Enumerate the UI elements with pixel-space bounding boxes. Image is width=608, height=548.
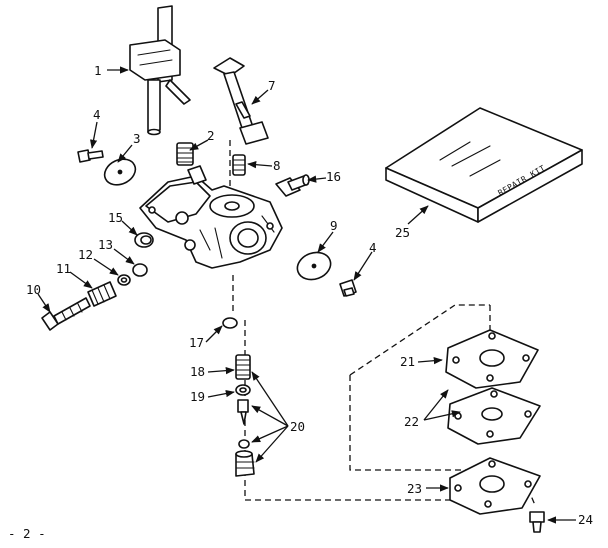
part-13-o-ring [132, 263, 148, 277]
part-1-throttle-shaft [129, 5, 191, 136]
callout-leaders [37, 66, 576, 524]
callout-20: 20 [290, 419, 305, 434]
callout-10: 10 [26, 282, 41, 297]
page-number: - 2 - [8, 526, 46, 541]
callout-1: 1 [94, 63, 102, 78]
part-3-throttle-plate [103, 158, 137, 186]
part-7-choke-shaft [213, 57, 269, 145]
part-18-spring [235, 354, 251, 380]
callout-2: 2 [207, 128, 215, 143]
callout-21: 21 [400, 354, 415, 369]
callout-numbers: 1 2 3 4 7 8 16 25 15 9 13 4 12 11 10 17 … [26, 63, 593, 527]
callout-9: 9 [330, 218, 338, 233]
callout-12: 12 [78, 247, 93, 262]
part-19-washer [235, 384, 251, 396]
part-12-washer [117, 274, 131, 286]
part-20-needle-valve [235, 399, 255, 477]
part-25-repair-kit: REPAIR KIT [385, 107, 583, 223]
part-10-needle-screw [41, 297, 91, 331]
callout-16: 16 [326, 169, 341, 184]
callout-15: 15 [108, 210, 123, 225]
part-17-gasket [222, 317, 238, 329]
part-24-cover-screw [529, 511, 545, 533]
part-21-diaphragm-gasket [445, 329, 539, 389]
part-15-plug [134, 232, 154, 248]
callout-13: 13 [98, 237, 113, 252]
callout-22: 22 [404, 414, 419, 429]
callout-4-right: 4 [369, 240, 377, 255]
callout-23: 23 [407, 481, 422, 496]
part-11-spring [87, 281, 117, 307]
callout-25: 25 [395, 225, 410, 240]
part-22-diaphragm [447, 387, 541, 445]
callout-3: 3 [133, 131, 141, 146]
callout-19: 19 [190, 389, 205, 404]
carburetor-body [139, 165, 283, 269]
callout-24: 24 [578, 512, 593, 527]
callout-7: 7 [268, 78, 276, 93]
part-4-screw-right [339, 279, 357, 297]
part-16-fitting [275, 174, 310, 197]
callout-17: 17 [189, 335, 204, 350]
part-23-cover [449, 457, 541, 515]
part-2-spring [176, 142, 194, 166]
callout-11: 11 [56, 261, 71, 276]
part-9-choke-plate [296, 251, 332, 281]
part-8-spring [232, 154, 246, 176]
callout-8: 8 [273, 158, 281, 173]
part-4-screw-left [77, 149, 104, 163]
callout-4-left: 4 [93, 107, 101, 122]
callout-18: 18 [190, 364, 205, 379]
